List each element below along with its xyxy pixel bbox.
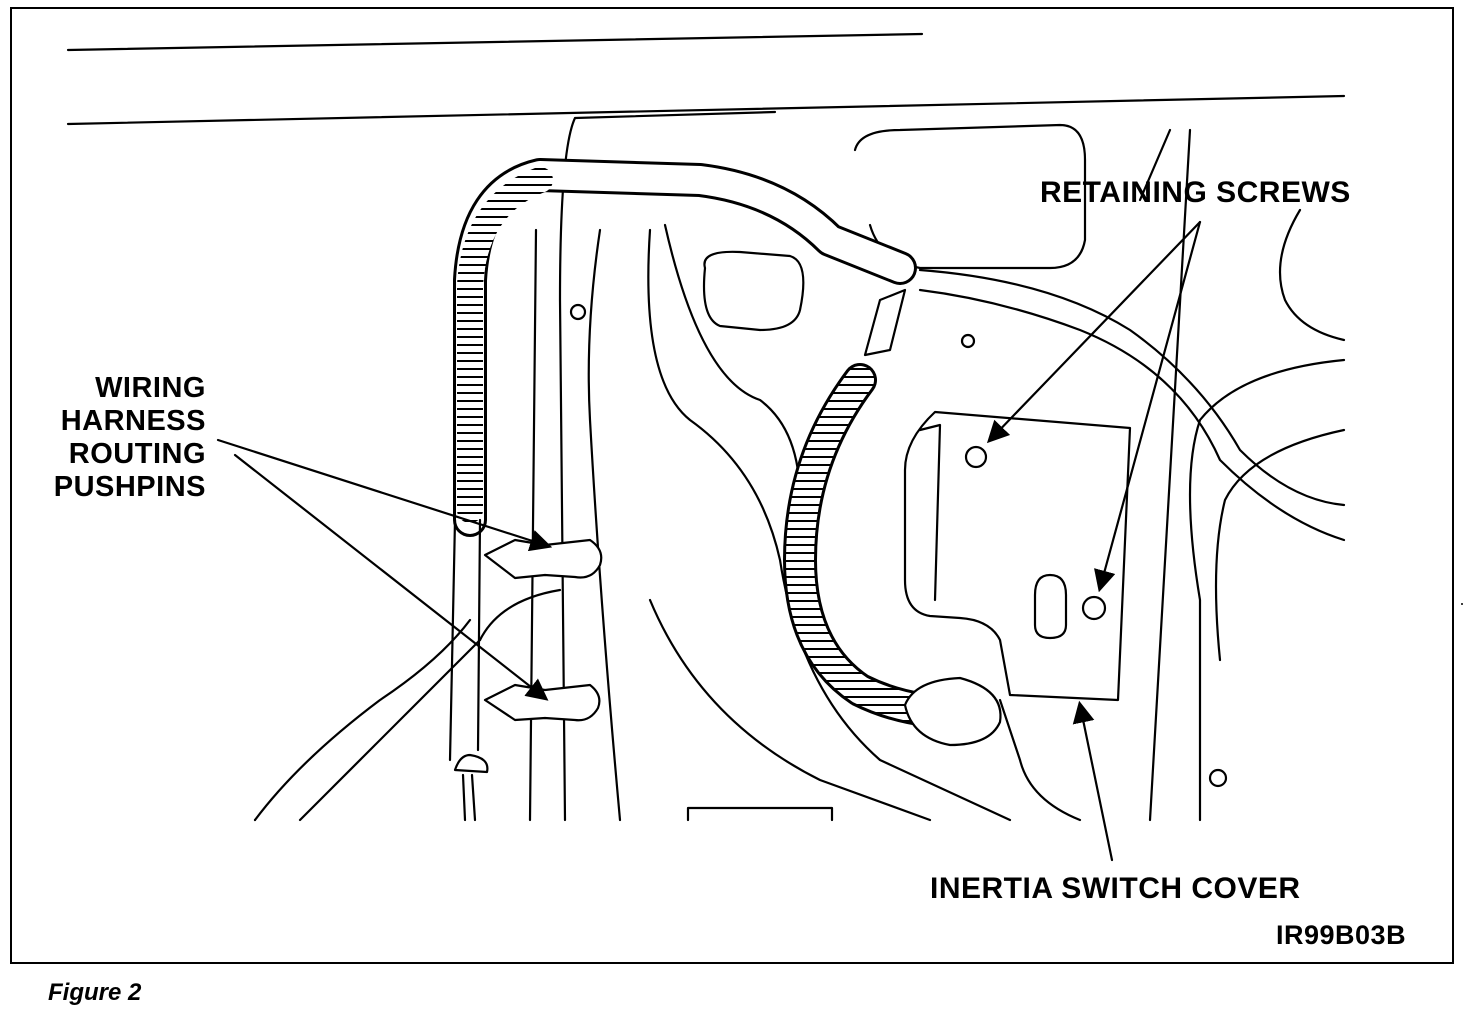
retaining-screw-upper [964,445,988,469]
panel-hole-1 [569,303,587,321]
panel-hole-3 [1208,768,1228,788]
callout-pushpin-2 [233,453,549,701]
right-lower-arc [1188,358,1346,822]
harness-corrugation-left [457,167,553,523]
lower-left-sweep [253,618,472,822]
harness-split [478,588,562,642]
wiring-label-line-4: PUSHPINS [53,471,206,503]
lower-recess [686,806,834,822]
lower-right-contour [998,698,1082,822]
callout-pushpin-1 [216,438,553,552]
inertia-switch-cover-label: INERTIA SWITCH COVER [930,872,1301,905]
pushpin-upper [483,538,603,580]
right-arc [1278,208,1346,342]
wiring-label-line-2: HARNESS [60,405,206,437]
wiring-label-line-1: WIRING [95,372,206,404]
header-rule-1 [66,32,924,52]
retaining-screw-lower [1081,595,1107,621]
callout-retaining-1 [986,220,1202,444]
panel-opening [702,250,805,332]
wiring-label-line-3: ROUTING [68,438,206,470]
cover-slot [1033,573,1068,640]
harness-lower-loop-inner [786,366,989,727]
right-lower-arc-2 [1214,428,1346,662]
cover-flange [918,423,942,602]
panel-edge-left [528,228,538,822]
lower-left-sweep-2 [298,638,482,822]
cross-member [918,288,1346,542]
callout-inertia [1072,700,1114,862]
right-panel-edge-2 [1138,128,1172,202]
right-panel-edge [1148,128,1192,822]
panel-hole-2 [960,333,976,349]
harness-branch-lower [453,753,489,774]
callout-retaining-2 [1094,220,1202,593]
inertia-switch-cover [903,410,1132,702]
pillar-contour-3 [648,598,932,822]
pillar-contour-2 [663,223,802,502]
figure-frame [10,7,1454,964]
edge-speck [1461,603,1463,605]
figure-code: IR99B03B [1276,920,1407,950]
cross-member-2 [918,268,1346,507]
panel-inner-curve [587,228,622,822]
harness-pigtail [461,773,477,822]
pillar-contour-1 [647,228,1012,822]
pushpin-lower [483,683,601,722]
harness-branch [448,518,482,762]
cover-grommet [903,676,1002,747]
retaining-screws-label: RETAINING SCREWS [1040,176,1351,209]
header-rule-2 [66,94,1346,126]
harness-connector [863,288,907,357]
wiring-harness-label: WIRING HARNESS ROUTING PUSHPINS [30,372,206,504]
figure-caption: Figure 2 [48,979,142,1006]
